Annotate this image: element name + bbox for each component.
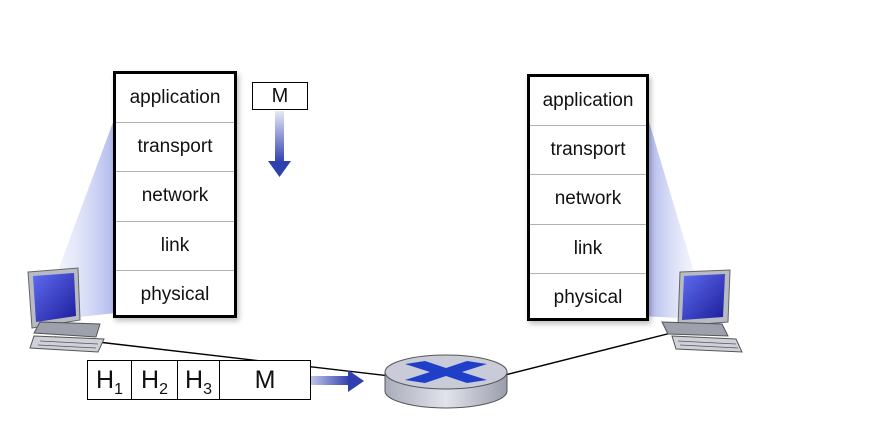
header-h1-letter: H (96, 366, 115, 394)
right-layer-physical: physical (553, 286, 623, 308)
packet-payload: M (254, 366, 276, 394)
right-layer-transport: transport (530, 126, 646, 176)
right-protocol-stack: application transport network link physi… (527, 74, 649, 321)
header-h1-subscript: 1 (114, 381, 123, 398)
header-h3: H3 (178, 361, 220, 399)
encapsulated-packet: H1 H2 H3 M (87, 360, 311, 400)
right-arrow-icon (300, 370, 364, 392)
header-h1: H1 (88, 361, 132, 399)
left-computer-icon (27, 267, 105, 353)
header-h2-letter: H (141, 366, 160, 394)
right-layer-network: network (530, 175, 646, 225)
header-h3-subscript: 3 (203, 381, 212, 398)
application-message: M (252, 82, 308, 110)
link-left-router (54, 336, 391, 377)
left-layer-physical: physical (140, 283, 210, 305)
right-layer-link: link (530, 225, 646, 274)
right-computer-icon (661, 269, 743, 353)
right-host-beam (640, 92, 700, 318)
header-h3-letter: H (185, 366, 204, 394)
left-layer-application: application (116, 74, 234, 124)
down-arrow-icon (268, 111, 291, 177)
link-router-right (504, 329, 684, 376)
left-protocol-stack: application transport network link physi… (113, 71, 237, 318)
left-layer-transport: transport (116, 123, 234, 173)
router-icon (384, 354, 508, 409)
left-layer-network: network (116, 172, 234, 222)
header-h2-subscript: 2 (159, 381, 168, 398)
left-layer-link: link (116, 222, 234, 271)
right-layer-application: application (530, 77, 646, 127)
left-host-beam (50, 90, 125, 318)
header-h2: H2 (132, 361, 178, 399)
